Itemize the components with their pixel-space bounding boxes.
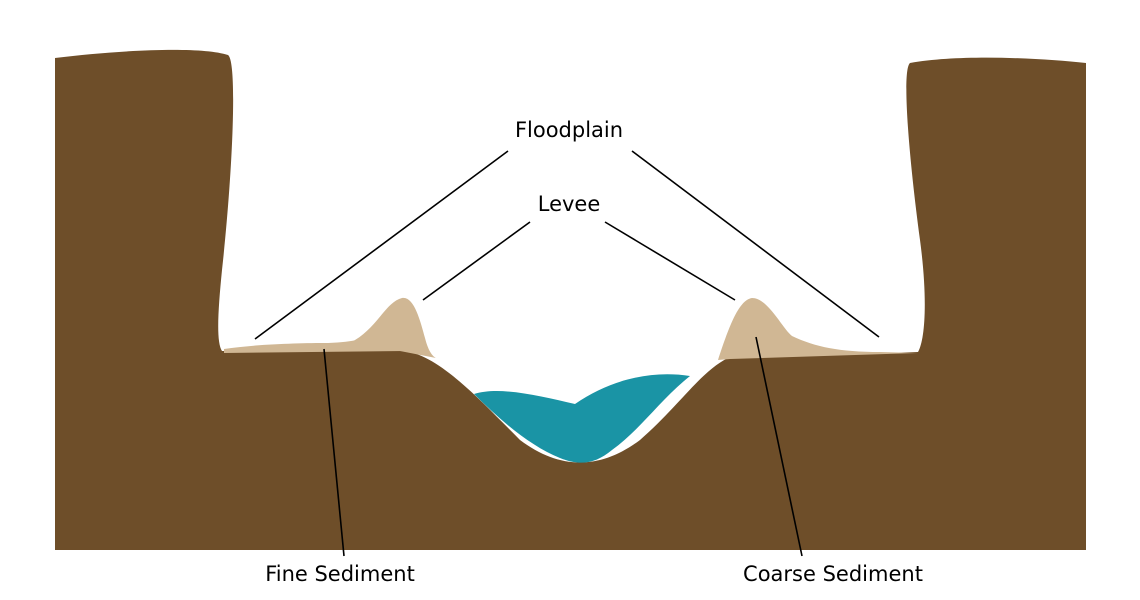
leader-lines [254, 150, 880, 557]
floodplain-leader-right [631, 150, 880, 338]
levee-label: Levee [538, 192, 601, 216]
river-water [474, 374, 690, 463]
coarse-sediment-leader [755, 336, 803, 557]
levee-leader-left [422, 221, 531, 301]
coarse-sediment-label: Coarse Sediment [743, 562, 923, 586]
levee-right [718, 298, 918, 360]
fine-sediment-label: Fine Sediment [265, 562, 415, 586]
fine-sediment-leader [323, 348, 345, 557]
levee-leader-right [604, 221, 736, 301]
levee-left [340, 297, 436, 358]
valley-ground [55, 49, 1086, 551]
floodplain-leader-left [254, 150, 509, 340]
floodplain-label: Floodplain [515, 118, 623, 142]
